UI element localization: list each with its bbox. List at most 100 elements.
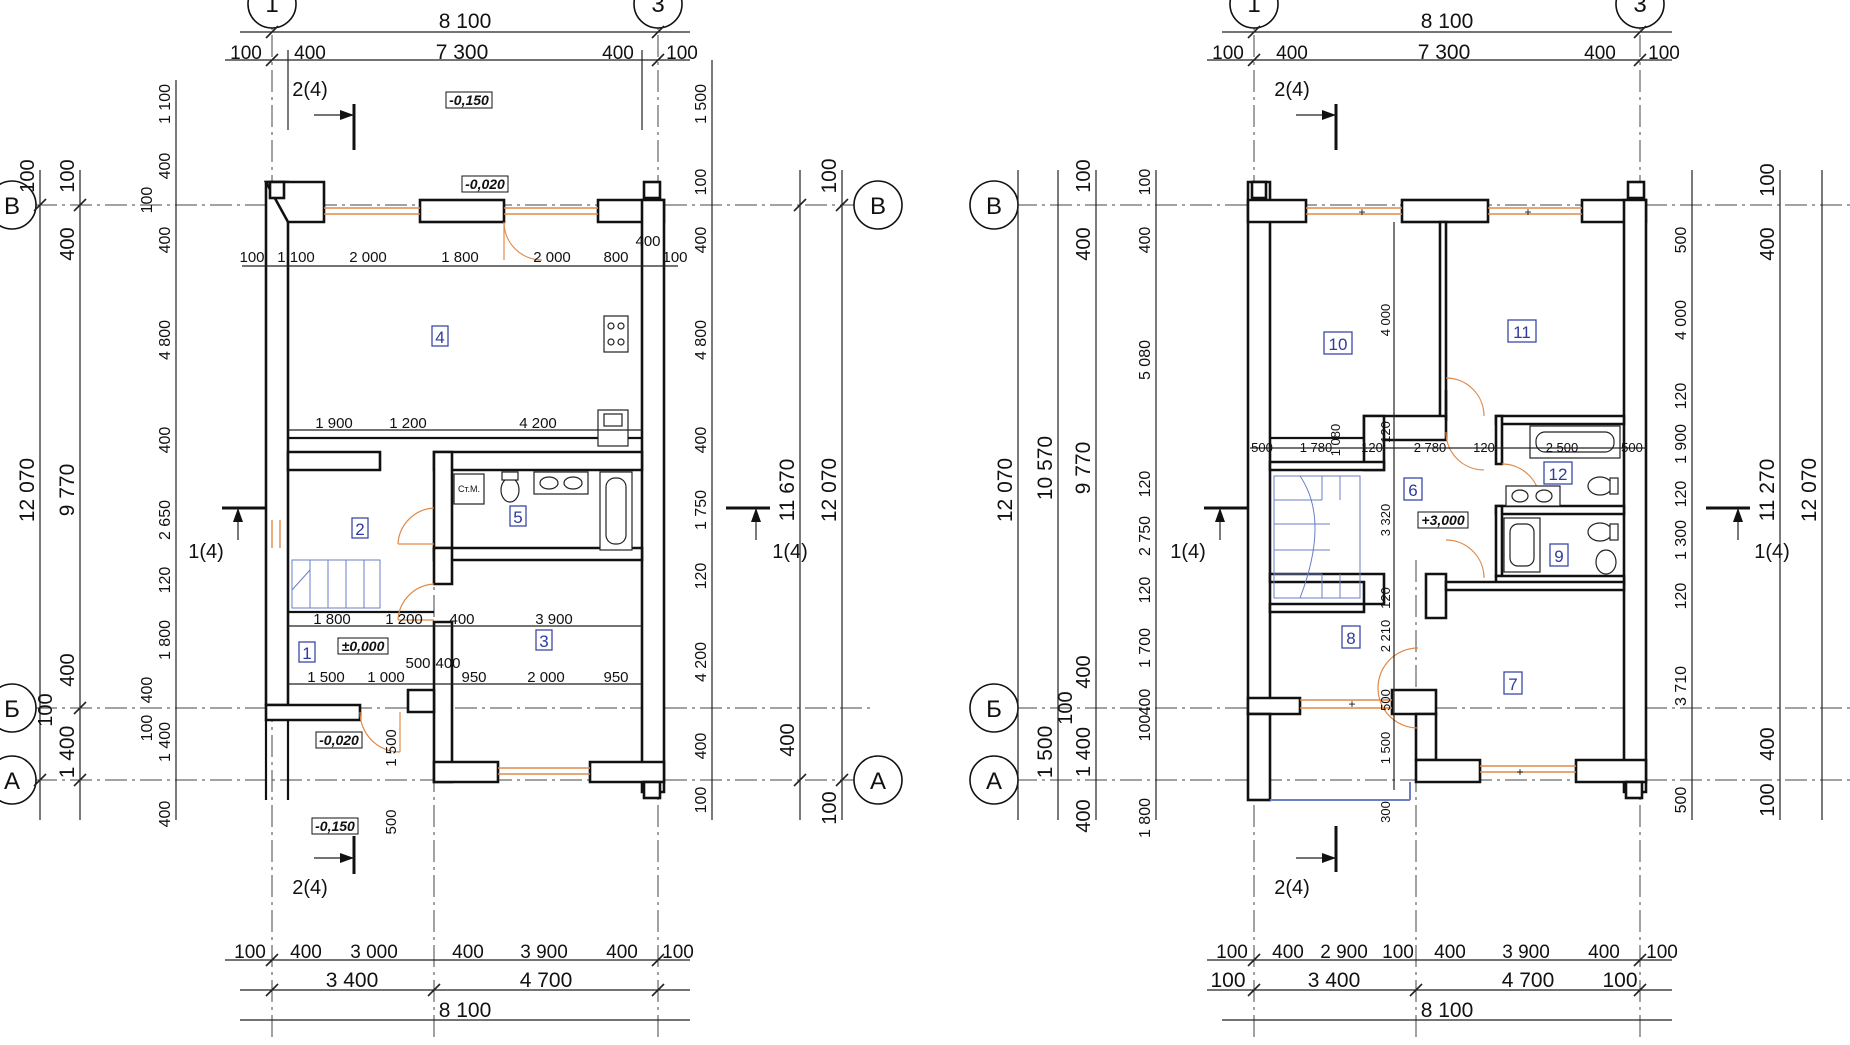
svg-text:8 100: 8 100 bbox=[1421, 999, 1474, 1022]
svg-text:800: 800 bbox=[603, 249, 628, 266]
svg-text:2(4): 2(4) bbox=[1274, 79, 1310, 101]
axis-bubble-v-right: В bbox=[853, 180, 903, 230]
svg-text:100: 100 bbox=[1216, 942, 1248, 963]
svg-text:В: В bbox=[4, 193, 20, 220]
svg-text:-0,150: -0,150 bbox=[315, 818, 355, 834]
axis-bubble-3: 3 bbox=[633, 0, 683, 29]
svg-text:1 900: 1 900 bbox=[1673, 424, 1690, 464]
svg-text:1 100: 1 100 bbox=[157, 84, 174, 124]
svg-text:400: 400 bbox=[777, 723, 799, 756]
svg-text:400: 400 bbox=[693, 427, 710, 454]
svg-text:400: 400 bbox=[157, 801, 174, 828]
svg-text:12 070: 12 070 bbox=[1798, 458, 1821, 522]
room-tag-1: 1 bbox=[298, 641, 316, 663]
svg-text:100: 100 bbox=[818, 158, 841, 193]
ground-fixtures: Ст.М. bbox=[453, 315, 633, 551]
upper-fixtures bbox=[1503, 425, 1621, 575]
svg-text:950: 950 bbox=[603, 669, 628, 686]
washing-machine-icon: Ст.М. bbox=[453, 473, 485, 505]
ground-floor-plan: 1 3 В Б А В А 8 100 100 400 7 300 400 10… bbox=[0, 0, 903, 1040]
svg-text:3 710: 3 710 bbox=[1673, 666, 1690, 706]
svg-text:100: 100 bbox=[1382, 942, 1414, 963]
svg-text:100: 100 bbox=[1137, 169, 1154, 196]
svg-text:100: 100 bbox=[139, 187, 156, 214]
svg-text:1 200: 1 200 bbox=[385, 611, 423, 628]
svg-text:8 100: 8 100 bbox=[439, 999, 492, 1022]
upper-floor-plan: 1 3 В Б А 8 100 100 400 7 300 400 100 2(… bbox=[969, 0, 1850, 1040]
window-marker-2: + bbox=[1524, 205, 1531, 219]
svg-text:1: 1 bbox=[1247, 0, 1260, 18]
svg-text:500: 500 bbox=[1378, 689, 1393, 711]
svg-text:500: 500 bbox=[383, 809, 400, 834]
svg-text:3 400: 3 400 bbox=[326, 969, 379, 992]
svg-text:400: 400 bbox=[1272, 942, 1304, 963]
svg-text:400: 400 bbox=[1757, 727, 1779, 760]
svg-text:120: 120 bbox=[693, 563, 710, 590]
ground-right-dimensions: 1 500 100 400 4 800 400 1 750 120 4 200 … bbox=[693, 60, 849, 825]
svg-text:100: 100 bbox=[693, 169, 710, 196]
svg-text:400: 400 bbox=[693, 733, 710, 760]
svg-text:100: 100 bbox=[1210, 969, 1245, 992]
svg-text:А: А bbox=[4, 768, 20, 795]
room-tag-3: 3 bbox=[535, 629, 553, 651]
axis-bubble-v-left: В bbox=[0, 180, 37, 230]
svg-text:8 100: 8 100 bbox=[439, 10, 492, 33]
upper-section-cut-side: 1(4) 1(4) bbox=[1170, 506, 1790, 563]
stove-icon bbox=[603, 315, 629, 353]
kitchen-sink-icon bbox=[597, 409, 629, 447]
ground-level-marks: -0,150 -0,020 ±0,000 -0,020 -0,150 bbox=[311, 91, 509, 835]
svg-text:11 270: 11 270 bbox=[1756, 459, 1779, 522]
upper-right-dimensions: 500 4 000 120 1 900 120 1 300 120 3 710 … bbox=[1673, 163, 1823, 820]
svg-text:400: 400 bbox=[157, 227, 174, 254]
svg-text:100: 100 bbox=[1055, 691, 1077, 724]
svg-text:120: 120 bbox=[1673, 481, 1690, 508]
ground-walls bbox=[263, 180, 666, 800]
svg-text:100: 100 bbox=[662, 942, 694, 963]
svg-text:1 100: 1 100 bbox=[277, 249, 315, 266]
svg-text:4 000: 4 000 bbox=[1378, 304, 1393, 337]
svg-text:1(4): 1(4) bbox=[1170, 541, 1206, 563]
svg-text:11 670: 11 670 bbox=[776, 459, 799, 522]
svg-text:2(4): 2(4) bbox=[292, 877, 328, 899]
svg-text:120: 120 bbox=[1361, 440, 1383, 455]
svg-text:-0,020: -0,020 bbox=[465, 176, 505, 192]
axis-bubble-b-upper: Б bbox=[969, 683, 1019, 733]
sink-upper-icon bbox=[1595, 549, 1617, 575]
svg-text:11: 11 bbox=[1513, 323, 1531, 342]
svg-text:1 500: 1 500 bbox=[383, 729, 400, 767]
svg-text:А: А bbox=[870, 768, 886, 795]
upper-section-cut-top: 2(4) bbox=[1274, 79, 1338, 150]
svg-text:1 900: 1 900 bbox=[315, 415, 353, 432]
svg-text:400: 400 bbox=[57, 653, 79, 686]
svg-text:120: 120 bbox=[1137, 577, 1154, 604]
svg-text:100: 100 bbox=[1646, 942, 1678, 963]
svg-text:2 000: 2 000 bbox=[349, 249, 387, 266]
ground-left-dimensions: 12 070 9 770 1 400 100 100 400 400 100 1… bbox=[16, 80, 177, 828]
upper-grid-axes bbox=[980, 0, 1850, 1040]
svg-text:1(4): 1(4) bbox=[772, 541, 808, 563]
svg-text:100: 100 bbox=[1073, 159, 1095, 192]
svg-text:В: В bbox=[870, 193, 886, 220]
svg-text:400: 400 bbox=[1073, 227, 1095, 260]
shower-upper-icon bbox=[1503, 517, 1541, 573]
svg-text:400: 400 bbox=[290, 942, 322, 963]
svg-text:1: 1 bbox=[265, 0, 278, 18]
svg-text:120: 120 bbox=[1673, 583, 1690, 610]
svg-text:120: 120 bbox=[1473, 440, 1495, 455]
axis-bubble-1: 1 bbox=[247, 0, 297, 29]
room-tag-5: 5 bbox=[509, 505, 527, 527]
room-tag-11: 11 bbox=[1507, 319, 1537, 343]
double-sink-upper-icon bbox=[1505, 485, 1561, 507]
toilet-icon bbox=[500, 471, 520, 503]
svg-text:400: 400 bbox=[693, 227, 710, 254]
svg-text:В: В bbox=[986, 193, 1002, 220]
svg-text:7 300: 7 300 bbox=[1418, 41, 1471, 64]
svg-text:400: 400 bbox=[157, 153, 174, 180]
svg-text:120: 120 bbox=[1673, 383, 1690, 410]
room-tag-9: 9 bbox=[1549, 543, 1569, 567]
svg-text:400: 400 bbox=[1434, 942, 1466, 963]
svg-text:2 500: 2 500 bbox=[1546, 440, 1579, 455]
svg-text:-0,020: -0,020 bbox=[319, 732, 359, 748]
svg-text:1(4): 1(4) bbox=[1754, 541, 1790, 563]
